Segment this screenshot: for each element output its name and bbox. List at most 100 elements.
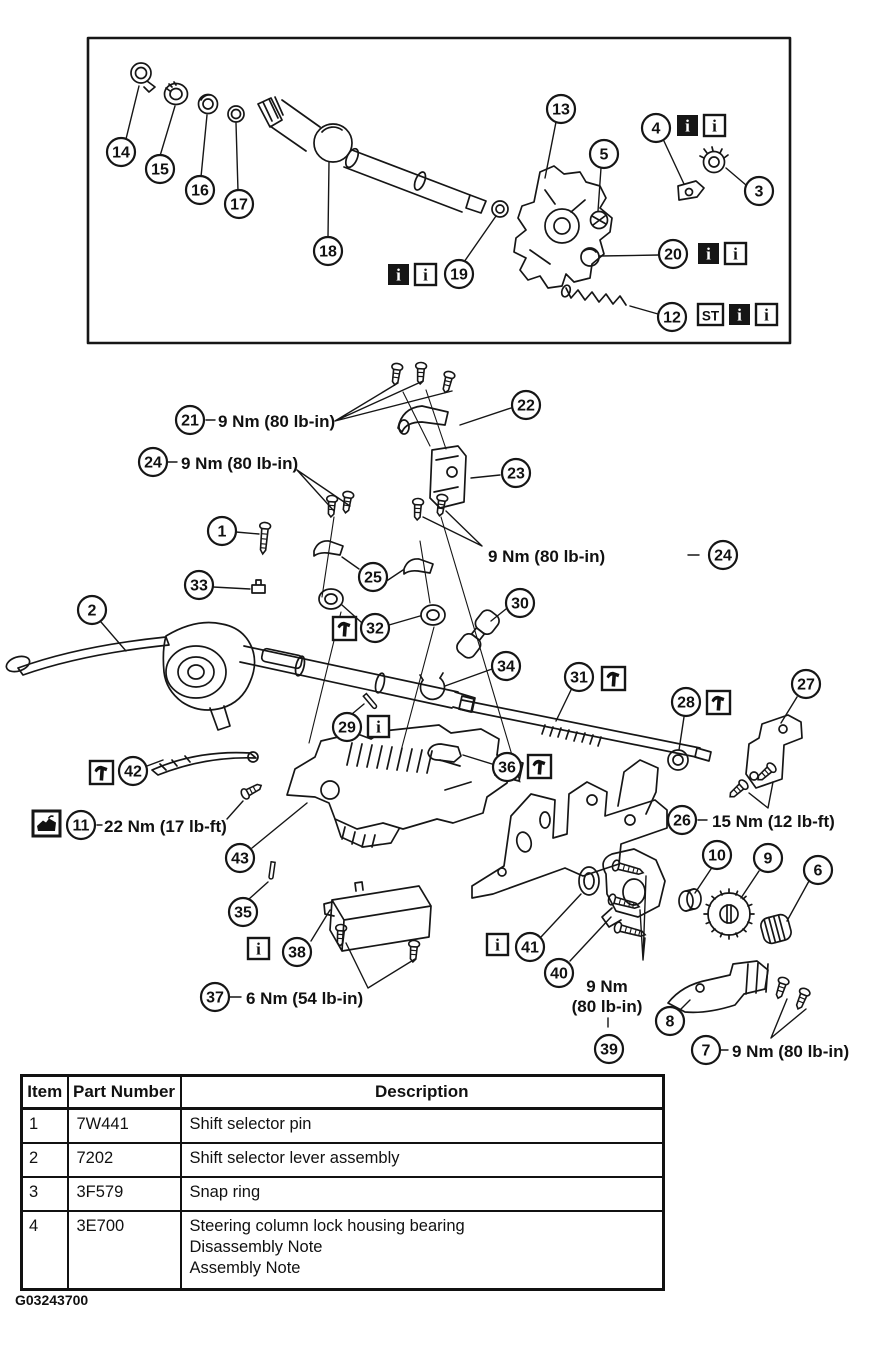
callout-circle — [117, 755, 149, 787]
callout-number: 31 — [570, 670, 588, 687]
callout-circle — [657, 238, 689, 270]
callout-number: 39 — [600, 1042, 618, 1059]
torque-label: 6 Nm (54 lb-in) — [246, 989, 363, 1008]
callout-circle — [331, 711, 363, 743]
callout-number: 8 — [666, 1014, 675, 1031]
callout-circle — [184, 174, 216, 206]
callout-circle — [545, 93, 577, 125]
callout-number: 34 — [497, 659, 515, 676]
exploded-view-figure: 1415161718191354320122122242312433252323… — [5, 36, 849, 1066]
callout-circle — [357, 561, 389, 593]
callout-circle — [588, 138, 620, 170]
callout-18: 18 — [312, 235, 344, 267]
callout-number: 15 — [151, 162, 169, 179]
cell-part-number: 3F579 — [66, 1176, 182, 1212]
info-icon: i — [413, 262, 438, 287]
callout-number: 27 — [797, 677, 815, 694]
callout-33: 33 — [183, 569, 215, 601]
figure-id: G03243700 — [15, 1292, 89, 1308]
callout-number: 12 — [663, 310, 681, 327]
torque-label: 9 Nm (80 lb-in) — [732, 1042, 849, 1061]
cell-part-number: 7W441 — [66, 1107, 182, 1144]
cell-description: Shift selector lever assembly — [179, 1142, 665, 1178]
callout-circle — [312, 235, 344, 267]
callout-circle — [137, 446, 169, 478]
callout-circle — [752, 842, 784, 874]
callout-circle — [510, 389, 542, 421]
callout-11: 11 — [65, 809, 97, 841]
special-tool-icon: ST — [696, 302, 725, 327]
callout-20: 20 — [657, 238, 689, 270]
callout-circle — [802, 854, 834, 886]
callout-32: 32 — [359, 612, 391, 644]
callout-circle — [490, 650, 522, 682]
description-line: Steering column lock housing bearing — [189, 1217, 465, 1235]
info-icon: i — [677, 115, 698, 136]
callout-circle — [206, 515, 238, 547]
svg-text:i: i — [256, 940, 261, 959]
callout-circle — [183, 569, 215, 601]
callout-3: 3 — [743, 175, 775, 207]
callout-2: 2 — [76, 594, 108, 626]
callout-9: 9 — [752, 842, 784, 874]
callout-number: 18 — [319, 244, 337, 261]
torque-label: 9 Nm — [586, 977, 628, 996]
callout-24: 24 — [137, 446, 169, 478]
callout-number: 11 — [73, 818, 90, 835]
callout-15: 15 — [144, 153, 176, 185]
callout-7: 7 — [690, 1034, 722, 1066]
callout-number: 19 — [450, 267, 468, 284]
cell-item: 2 — [20, 1142, 69, 1178]
torque-label: (80 lb-in) — [572, 997, 643, 1016]
callout-number: 2 — [88, 603, 97, 620]
cell-item: 4 — [20, 1210, 69, 1291]
callout-number: 36 — [498, 760, 516, 777]
svg-text:i: i — [733, 245, 738, 264]
hammer-icon — [705, 689, 732, 716]
callout-number: 41 — [521, 940, 539, 957]
callout-number: 26 — [673, 813, 691, 830]
callout-number: 14 — [112, 145, 130, 162]
callout-circle — [670, 686, 702, 718]
column-header-item: Item — [20, 1074, 69, 1110]
callout-number: 9 — [764, 851, 773, 868]
callout-42: 42 — [117, 755, 149, 787]
torque-label: 9 Nm (80 lb-in) — [218, 412, 335, 431]
callout-19: 19 — [443, 258, 475, 290]
hammer-icon — [331, 615, 358, 642]
callout-number: 29 — [338, 720, 356, 737]
callout-6: 6 — [802, 854, 834, 886]
callout-number: 32 — [366, 621, 384, 638]
callout-17: 17 — [223, 188, 255, 220]
callout-21: 21 — [174, 404, 206, 436]
callout-number: 10 — [708, 848, 726, 865]
callout-circle — [640, 112, 672, 144]
cell-item: 1 — [20, 1107, 69, 1144]
callout-circle — [199, 981, 231, 1013]
torque-label: 9 Nm (80 lb-in) — [488, 547, 605, 566]
description-line: Assembly Note — [189, 1259, 301, 1277]
callout-number: 16 — [191, 183, 209, 200]
callout-circle — [76, 594, 108, 626]
callout-number: 30 — [511, 596, 529, 613]
info-icon: i — [366, 714, 391, 739]
callout-number: 21 — [181, 413, 199, 430]
svg-text:i: i — [423, 266, 428, 285]
callout-10: 10 — [701, 839, 733, 871]
callout-number: 37 — [206, 990, 224, 1007]
callout-circle — [224, 842, 256, 874]
callout-circle — [656, 301, 688, 333]
callout-number: 28 — [677, 695, 695, 712]
info-icon: i — [388, 264, 409, 285]
callout-12: 12 — [656, 301, 688, 333]
description-line: Shift selector lever assembly — [189, 1149, 400, 1167]
callout-number: 24 — [714, 548, 732, 565]
callout-number: 20 — [664, 247, 682, 264]
info-icon: i — [246, 936, 271, 961]
callout-38: 38 — [281, 936, 313, 968]
info-icon: i — [485, 932, 510, 957]
callout-circle — [593, 1033, 625, 1065]
